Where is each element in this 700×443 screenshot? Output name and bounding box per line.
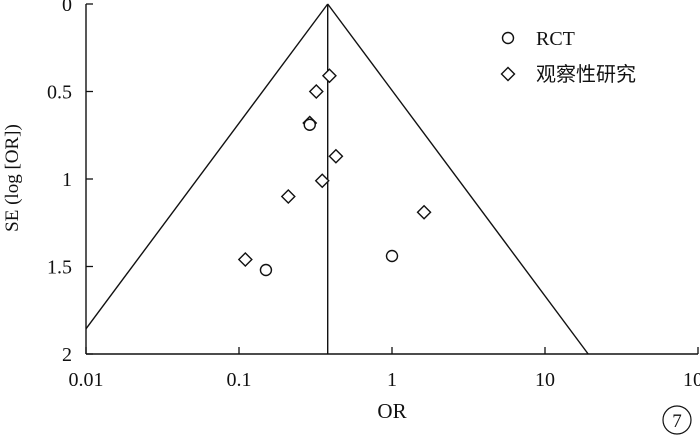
observational-point [328, 148, 344, 164]
rct-point [303, 118, 316, 131]
y-tick-label: 1 [62, 169, 72, 191]
x-tick-label: 1 [387, 369, 397, 391]
observational-point [416, 204, 432, 220]
x-tick-label: 10 [535, 369, 555, 391]
axes [85, 3, 699, 355]
figure-number: 7 [672, 411, 682, 432]
y-tick-label: 1.5 [47, 257, 72, 279]
legend: RCT 观察性研究 [500, 28, 636, 86]
x-tick-label: 0.01 [69, 369, 104, 391]
y-tick-label: 2 [62, 344, 72, 366]
observational-point [314, 173, 330, 189]
y-axis-label: SE (log [OR]) [2, 124, 23, 232]
tick-labels: 0.01 0.1 1 10 100 0 0.5 1 1.5 2 [47, 0, 700, 391]
observational-point [308, 84, 324, 99]
rct-point [385, 249, 399, 263]
legend-label-observational: 观察性研究 [536, 62, 636, 86]
x-axis-label: OR [377, 399, 406, 423]
observational-point [237, 252, 253, 267]
funnel-right-edge [327, 3, 589, 355]
figure-number-badge: 7 [662, 405, 692, 435]
legend-label-rct: RCT [536, 28, 575, 50]
funnel-left-edge [85, 3, 329, 330]
y-tick-label: 0 [62, 0, 72, 16]
y-tick-label: 0.5 [47, 82, 72, 104]
legend-rct-marker [501, 31, 515, 45]
data-points [237, 68, 432, 277]
x-tick-label: 100 [683, 369, 700, 391]
observational-point [321, 68, 337, 84]
observational-point [280, 189, 296, 204]
legend-observational-marker [500, 66, 516, 82]
x-tick-label: 0.1 [227, 369, 252, 391]
rct-point [259, 263, 273, 277]
funnel-lines [85, 3, 589, 355]
